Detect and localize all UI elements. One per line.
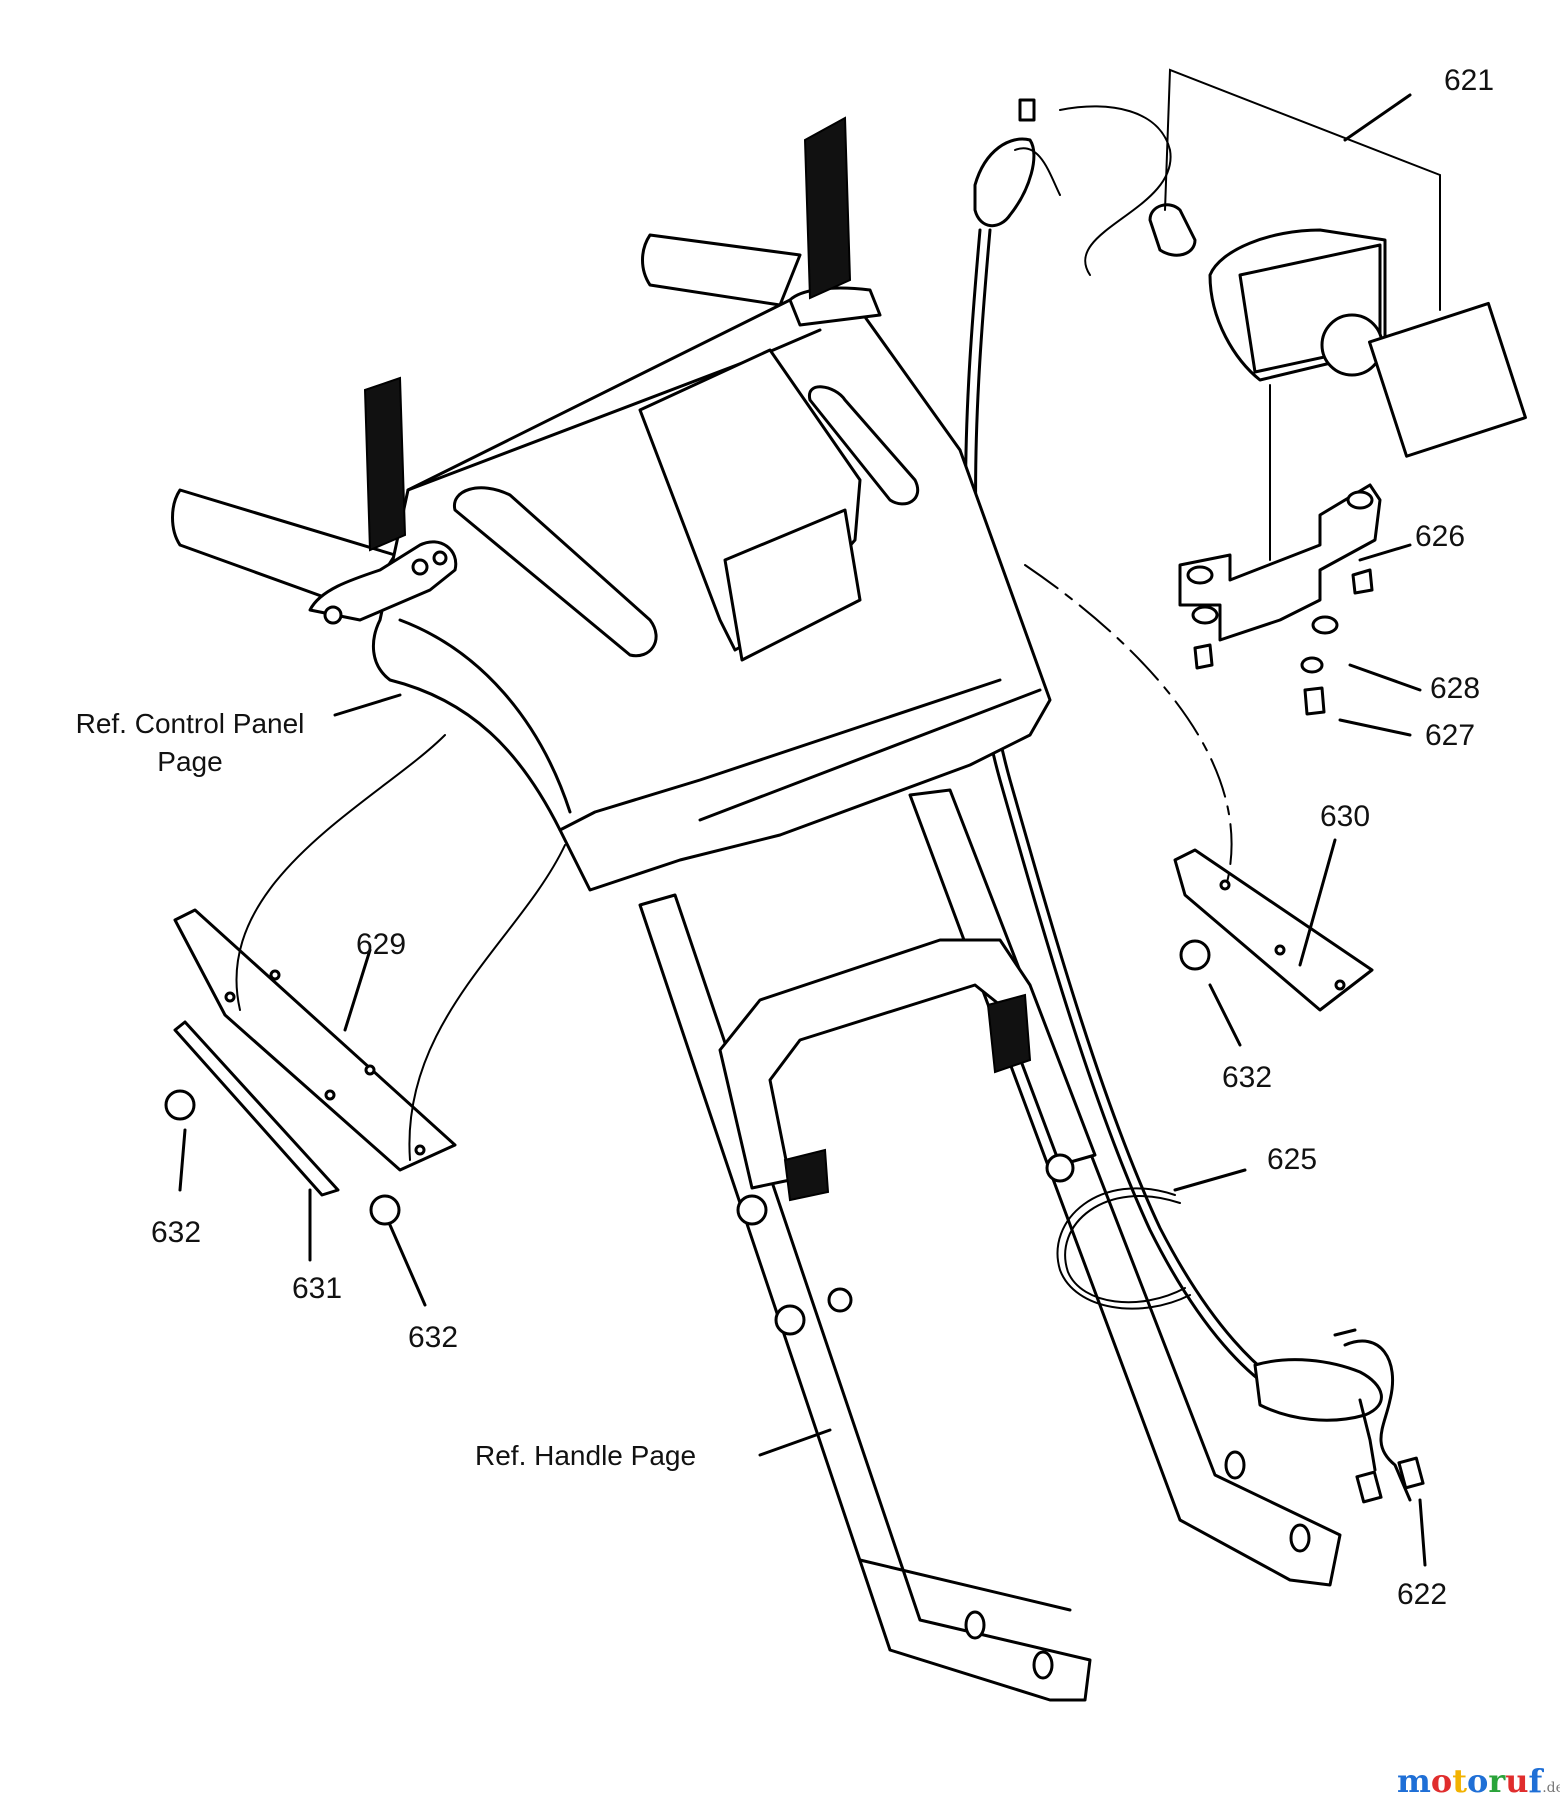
callout-627: 627: [1425, 719, 1476, 752]
callout-632-bottom: 632: [408, 1321, 459, 1354]
brand-wordmark: motoruf: [1397, 1762, 1542, 1800]
ref-control-panel-label: Ref. Control Panel Page: [55, 705, 325, 781]
callout-625: 625: [1267, 1143, 1318, 1176]
ref-handle-page-label: Ref. Handle Page: [475, 1440, 697, 1471]
callout-628: 628: [1430, 672, 1481, 705]
plates: [173, 848, 1374, 1197]
routing-lines: [235, 564, 1233, 1161]
callout-622: 622: [1397, 1578, 1448, 1611]
leader-lines: [178, 93, 1427, 1567]
brand-letter: m: [1397, 1762, 1431, 1800]
headlight-assembly: [1148, 68, 1527, 561]
brand-logo: motoruf.de: [1397, 1762, 1560, 1800]
callout-626: 626: [1415, 520, 1466, 553]
bracket-626: [1178, 483, 1382, 716]
upright-straps: [363, 116, 852, 552]
callout-621: 621: [1444, 64, 1495, 97]
brand-letter: u: [1505, 1762, 1529, 1800]
brand-tld: .de: [1542, 1780, 1560, 1796]
push-nuts: [164, 939, 1211, 1226]
callout-632-left: 632: [151, 1216, 202, 1249]
brand-letter: r: [1488, 1762, 1506, 1800]
callout-629: 629: [356, 928, 407, 961]
brand-letter: o: [1466, 1762, 1489, 1800]
handle-frame: [638, 788, 1342, 1702]
brand-letter: o: [1430, 1762, 1453, 1800]
brand-letter: f: [1528, 1762, 1543, 1800]
ref-control-panel-line2: Page: [157, 745, 223, 777]
callout-632-right: 632: [1222, 1061, 1273, 1094]
ref-control-panel-line1: Ref. Control Panel: [75, 708, 305, 739]
wiring-harness: [964, 98, 1425, 1504]
callout-630: 630: [1320, 800, 1371, 833]
callout-631: 631: [292, 1272, 343, 1305]
brand-letter: t: [1452, 1762, 1467, 1800]
cover-shroud: [171, 233, 1052, 892]
